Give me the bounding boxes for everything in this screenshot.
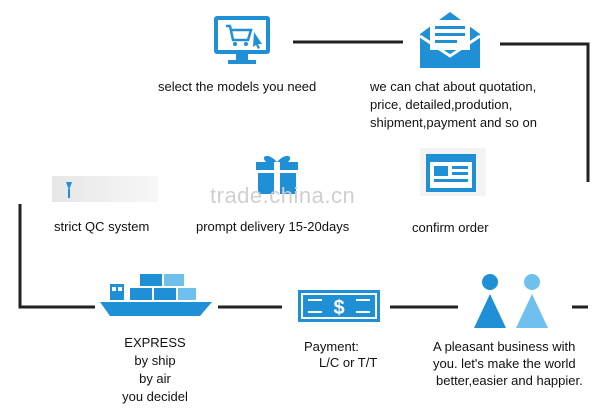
connector-qc-express <box>18 204 95 309</box>
payment-label-line-2: L/C or T/T <box>319 355 378 370</box>
express-label-line-2: by ship <box>134 353 176 368</box>
connector-chat-confirm <box>500 42 590 182</box>
shopping-cart-monitor-icon <box>214 16 270 64</box>
express-label-line-4: you decidel <box>122 389 188 404</box>
document-window-icon <box>420 148 486 196</box>
step-payment: $ <box>298 290 380 322</box>
prompt-delivery-label: prompt delivery 15-20days <box>196 219 350 234</box>
business-label-line-1: A pleasant business with <box>433 339 576 354</box>
business-label-line-3: better,easier and happier. <box>436 373 583 388</box>
step-express <box>100 270 212 318</box>
step-pleasant-business <box>470 272 554 328</box>
step-select-models <box>212 14 272 66</box>
payment-label-line-1: Payment: <box>304 339 359 354</box>
envelope-icon <box>419 12 481 68</box>
step-prompt-delivery <box>254 150 300 196</box>
qc-image-icon <box>52 176 158 202</box>
express-label-line-1: EXPRESS <box>124 335 186 350</box>
chat-label-line-3: shipment,payment and so on <box>370 115 537 130</box>
select-models-label: select the models you need <box>158 79 317 94</box>
strict-qc-label: strict QC system <box>54 219 150 234</box>
chat-label-line-2: price, detailed,prodution, <box>370 97 513 112</box>
step-confirm-order <box>420 148 486 196</box>
two-people-icon <box>474 274 548 328</box>
confirm-order-label: confirm order <box>412 220 489 235</box>
svg-text:$: $ <box>333 297 344 319</box>
step-chat <box>418 10 482 70</box>
chat-label-line-1: we can chat about quotation, <box>370 79 537 94</box>
gift-box-icon <box>256 155 298 194</box>
step-strict-qc <box>52 176 158 202</box>
cargo-ship-icon <box>100 274 212 316</box>
business-label-line-2: you. let's make the world <box>433 356 576 371</box>
express-label-line-3: by air <box>139 371 171 386</box>
dollar-banknote-icon: $ <box>298 290 380 322</box>
watermark-text: trade.china.cn <box>210 183 356 208</box>
